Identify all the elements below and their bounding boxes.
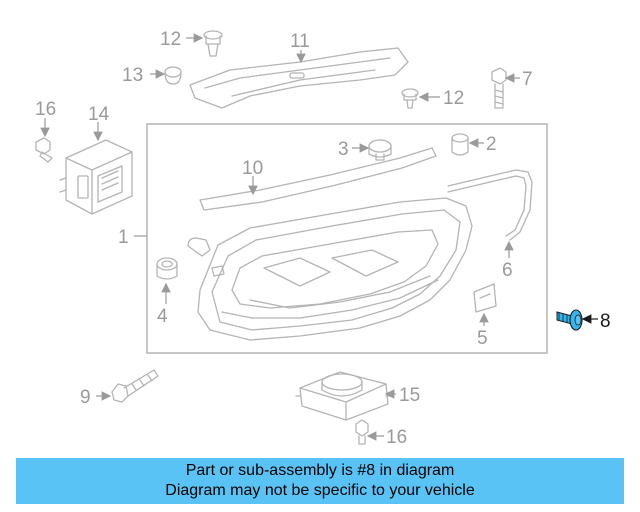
- callout-9[interactable]: 9: [80, 387, 91, 408]
- parts-diagram: 1 2 3 4 5 6 7 8 9 10 11 12 12 13 14 15 1…: [35, 29, 611, 448]
- part-4-socket[interactable]: [156, 257, 178, 280]
- callout-16-left[interactable]: 16: [35, 99, 56, 120]
- callout-2[interactable]: 2: [486, 134, 497, 155]
- callout-8[interactable]: 8: [600, 311, 611, 332]
- part-13-clip[interactable]: [164, 66, 182, 85]
- part-3-retainer[interactable]: [368, 139, 392, 161]
- caption-line-part-number: Part or sub-assembly is #8 in diagram: [185, 462, 455, 479]
- part-16-screw-bottom[interactable]: [355, 419, 369, 445]
- part-14-control-module[interactable]: [59, 139, 133, 215]
- part-16-screw-left[interactable]: [35, 137, 53, 163]
- callout-16-bottom[interactable]: 16: [386, 427, 407, 448]
- callout-4[interactable]: 4: [157, 306, 168, 327]
- part-11-bracket[interactable]: [189, 47, 409, 109]
- callout-15[interactable]: 15: [399, 385, 420, 406]
- part-8-screw-highlighted[interactable]: [556, 309, 583, 331]
- part-15-module[interactable]: [295, 371, 393, 421]
- headlamp-assembly-frame: [146, 123, 548, 354]
- callout-5[interactable]: 5: [477, 328, 488, 349]
- callout-11[interactable]: 11: [290, 31, 310, 52]
- part-6-seal[interactable]: [447, 169, 533, 241]
- callout-10[interactable]: 10: [242, 158, 263, 179]
- callout-1[interactable]: 1: [118, 227, 129, 248]
- callout-12-middle[interactable]: 12: [443, 88, 464, 109]
- part-12-screw-middle[interactable]: [401, 88, 419, 109]
- part-caption-banner: Part or sub-assembly is #8 in diagram Di…: [16, 458, 624, 504]
- part-7-bolt[interactable]: [491, 67, 507, 109]
- callout-6[interactable]: 6: [502, 260, 513, 281]
- callout-12-top[interactable]: 12: [160, 29, 181, 50]
- callout-7[interactable]: 7: [522, 69, 533, 90]
- part-9-bolt[interactable]: [111, 369, 159, 403]
- part-5-bracket-plate[interactable]: [473, 283, 497, 313]
- part-12-screw-top[interactable]: [203, 30, 223, 57]
- callout-3[interactable]: 3: [338, 139, 349, 160]
- part-10-trim-strip[interactable]: [199, 147, 437, 211]
- part-1-headlamp[interactable]: [187, 197, 473, 341]
- callout-14[interactable]: 14: [88, 104, 110, 125]
- caption-line-disclaimer: Diagram may not be specific to your vehi…: [165, 482, 475, 499]
- callout-13[interactable]: 13: [122, 65, 143, 86]
- part-2-cap[interactable]: [451, 133, 469, 156]
